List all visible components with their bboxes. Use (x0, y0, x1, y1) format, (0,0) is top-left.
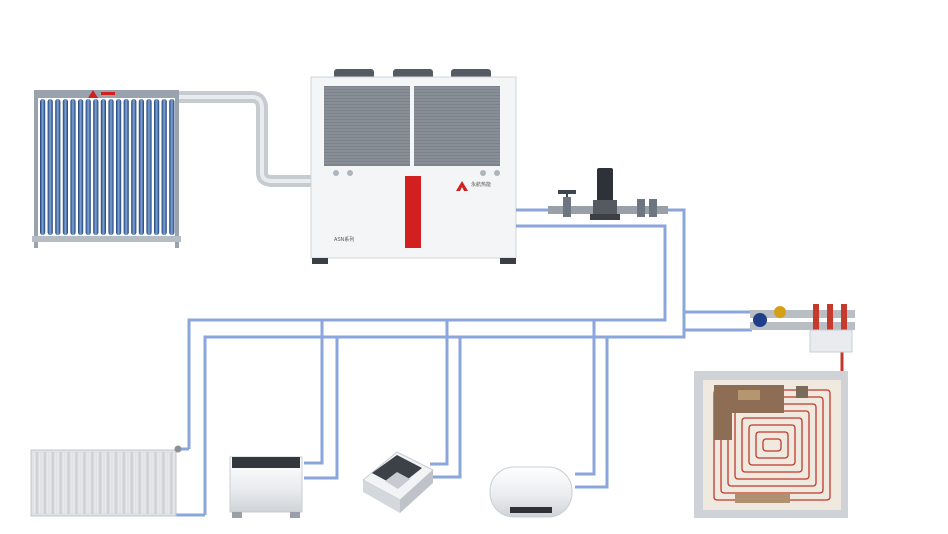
coil-grille-left (324, 86, 410, 166)
vacuum-tube (161, 99, 167, 235)
circulation-pump-icon (590, 168, 620, 220)
radiator-fin (81, 452, 88, 514)
floor-heating-manifold (750, 304, 855, 353)
unit-model-label: ASN系列 (334, 237, 355, 243)
radiator-fin (34, 452, 40, 514)
manifold-box (809, 329, 853, 353)
coil-grille-right (414, 86, 500, 166)
radiator-fin (168, 452, 175, 514)
vacuum-tube (78, 99, 84, 235)
pump-valve-assembly (548, 168, 668, 220)
gauge-icon (333, 170, 339, 176)
vacuum-tube (108, 99, 114, 235)
vacuum-tube (154, 99, 160, 235)
radiator-fin (57, 452, 64, 514)
solar-collector (32, 90, 181, 248)
gate-valve-icon (637, 199, 657, 217)
pump-icon (753, 313, 767, 327)
floor-pipe-loop (741, 417, 803, 473)
water-heater-display (510, 507, 552, 513)
vacuum-tube (55, 99, 61, 235)
radiator (30, 445, 182, 517)
unit-logo-icon (456, 181, 468, 191)
vacuum-tube (131, 99, 137, 235)
vacuum-tube (62, 99, 68, 235)
vacuum-tube (138, 99, 144, 235)
solar-supply-pipe (179, 91, 312, 187)
radiator-fin (49, 452, 56, 514)
floor-heating-room (694, 371, 848, 518)
unit-brand-label: 永航热能 (471, 182, 492, 188)
radiator-fin (105, 452, 112, 514)
vacuum-tube (85, 99, 91, 235)
vacuum-tube (47, 99, 53, 235)
gauge-icon (494, 170, 500, 176)
radiator-fin (120, 452, 127, 514)
radiator-fin (152, 452, 159, 514)
floor-pipe-loop (748, 424, 796, 466)
electric-water-heater (489, 466, 573, 518)
vacuum-tube (116, 99, 122, 235)
cassette-top (372, 455, 422, 487)
radiator-fin (136, 452, 143, 514)
floor-pipe-loop (755, 431, 789, 459)
radiator-fin (128, 452, 135, 514)
fan-coil-grille (232, 457, 300, 468)
vacuum-tube (146, 99, 152, 235)
solar-bottom-rail (32, 236, 181, 242)
radiator-fin (97, 452, 104, 514)
vacuum-tube (169, 99, 175, 235)
gate-valve-icon (558, 190, 576, 217)
radiator-fin (113, 452, 119, 514)
fan-coil-unit (229, 456, 303, 518)
heat-pump-unit (310, 69, 517, 264)
vacuum-tube (70, 99, 76, 235)
red-stripe (405, 176, 421, 248)
radiator-fin (160, 452, 167, 514)
radiator-fin (89, 452, 96, 514)
valve-icon (774, 306, 786, 318)
solar-logo-icon (88, 90, 115, 98)
vacuum-tube (93, 99, 99, 235)
tv-cabinet (735, 494, 790, 503)
radiator-fin (73, 452, 80, 514)
lamp-icon (796, 386, 808, 398)
radiator-valve-icon (174, 445, 182, 453)
water-heater-tank (489, 466, 573, 518)
vacuum-tubes (40, 99, 175, 235)
radiator-fin (41, 452, 48, 514)
vacuum-tube (100, 99, 106, 235)
gauge-icon (480, 170, 486, 176)
radiator-fin (65, 452, 72, 514)
return-main-pipe (187, 224, 667, 449)
ceiling-cassette-unit (362, 451, 434, 513)
floor-pipe-loop (762, 438, 782, 452)
vacuum-tube (123, 99, 129, 235)
vacuum-tube (40, 99, 46, 235)
radiator-fin (144, 452, 151, 514)
gauge-icon (347, 170, 353, 176)
